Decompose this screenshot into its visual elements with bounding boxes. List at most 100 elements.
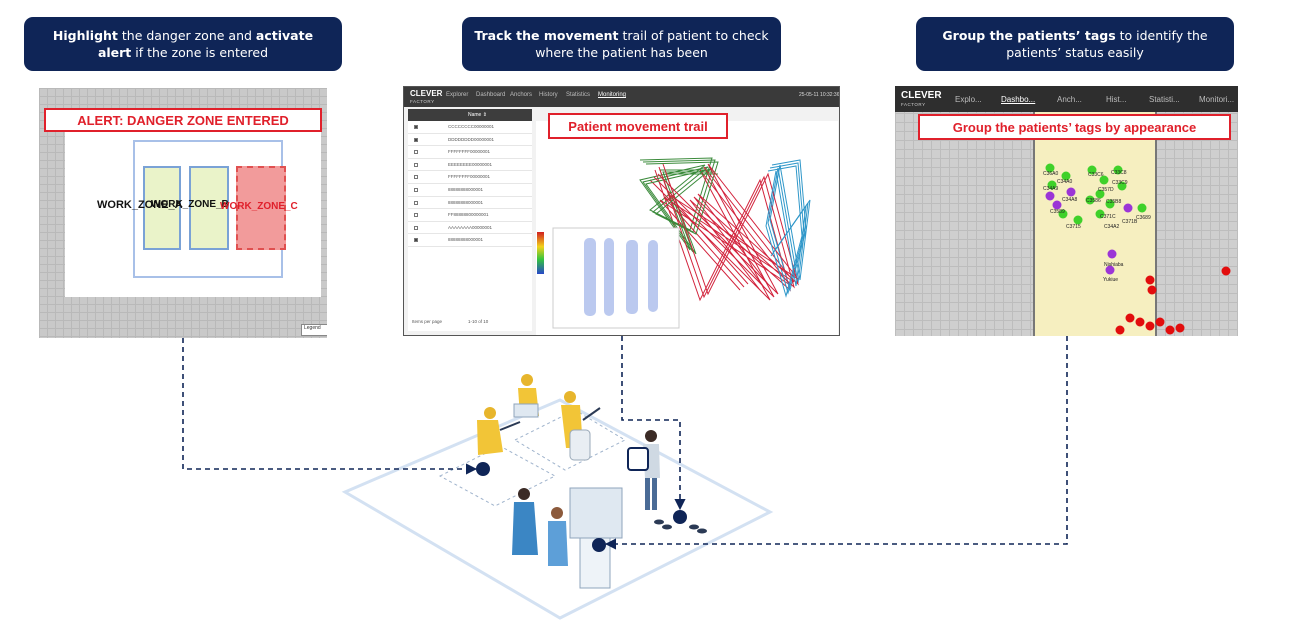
tag-label: Nishiaba xyxy=(1104,262,1124,268)
tag-device xyxy=(627,447,649,471)
tag-label: C34A0 xyxy=(1057,179,1073,185)
trail-green xyxy=(642,159,716,253)
tag-label: C36A0 xyxy=(1043,171,1059,177)
tag-marker[interactable] xyxy=(1175,323,1185,333)
row-checkbox[interactable] xyxy=(414,162,418,167)
nav-anchors[interactable]: Anch... xyxy=(1057,95,1082,104)
tag-label: C34A2 xyxy=(1104,224,1120,230)
table-row[interactable]: 88888888000001 xyxy=(408,197,532,210)
trail-red xyxy=(653,166,795,299)
tag-marker[interactable] xyxy=(1165,325,1175,335)
tag-marker[interactable] xyxy=(1073,215,1083,225)
table-row[interactable]: CCCCCCCC00000001 xyxy=(408,121,532,134)
callout-group-tags: Group the patients’ tags to identify the… xyxy=(916,17,1234,71)
tag-marker[interactable] xyxy=(1107,249,1117,259)
row-checkbox[interactable] xyxy=(414,238,418,243)
movement-trails xyxy=(639,157,811,302)
connector-tags xyxy=(604,336,1068,550)
tag-marker[interactable] xyxy=(1085,195,1095,205)
nav-history[interactable]: Hist... xyxy=(1106,95,1127,104)
illustration-workers xyxy=(477,374,601,461)
doctor-body xyxy=(548,521,568,566)
tag-marker[interactable] xyxy=(1123,203,1133,213)
tag-label: C33C8 xyxy=(1111,170,1127,176)
tag-marker[interactable] xyxy=(1052,200,1062,210)
tag-marker[interactable] xyxy=(1105,199,1115,209)
tag-marker[interactable] xyxy=(1145,321,1155,331)
footprints xyxy=(654,519,707,534)
heatmap-overlay xyxy=(552,227,680,329)
nav-statistics[interactable]: Statisti... xyxy=(1149,95,1180,104)
tag-marker[interactable] xyxy=(1061,171,1071,181)
trail-label: Patient movement trail xyxy=(548,113,728,139)
tag-marker[interactable] xyxy=(1095,209,1105,219)
row-checkbox[interactable] xyxy=(414,137,418,142)
nav-monitoring[interactable]: Monitoring xyxy=(598,92,627,98)
tag-label: C3715 xyxy=(1066,224,1081,230)
nav-monitoring[interactable]: Monitori... xyxy=(1199,95,1235,104)
illustration-staff xyxy=(512,487,623,589)
tag-marker[interactable] xyxy=(1125,313,1135,323)
nav-anchors[interactable]: Anchors xyxy=(510,92,533,98)
tag-marker[interactable] xyxy=(1137,203,1147,213)
tag-marker[interactable] xyxy=(1099,175,1109,185)
nav-dashboard[interactable]: Dashboard xyxy=(476,92,506,98)
tag-marker[interactable] xyxy=(1047,180,1057,190)
tag-marker[interactable] xyxy=(1058,209,1068,219)
zone-c-label: WORK_ZONE_C xyxy=(220,201,298,212)
tag-marker[interactable] xyxy=(1105,265,1115,275)
tag-marker[interactable] xyxy=(1117,181,1127,191)
colour-scale xyxy=(537,232,544,274)
tag-marker[interactable] xyxy=(1087,165,1097,175)
tag-marker[interactable] xyxy=(1095,189,1105,199)
tag-marker[interactable] xyxy=(1066,187,1076,197)
doctor-head xyxy=(518,488,530,500)
nav-statistics[interactable]: Statistics xyxy=(566,92,591,98)
illustration-patient xyxy=(627,430,660,510)
table-row[interactable]: FFFFFFFF00000001 xyxy=(408,146,532,159)
tag-marker[interactable] xyxy=(1145,275,1155,285)
table-row[interactable]: FFFFFFFF00000001 xyxy=(408,171,532,184)
nav-explorer[interactable]: Explorer xyxy=(446,92,469,98)
table-row[interactable]: 88888888000001 xyxy=(408,184,532,197)
tag-marker[interactable] xyxy=(1135,317,1145,327)
legend-box[interactable]: Legend xyxy=(301,324,327,336)
trail-blue xyxy=(767,162,809,295)
tag-marker[interactable] xyxy=(1045,163,1055,173)
nav-dashboard[interactable]: Dashbo... xyxy=(1001,95,1036,104)
tag-marker[interactable] xyxy=(1045,191,1055,201)
row-checkbox[interactable] xyxy=(414,200,418,205)
trail-blue xyxy=(769,159,811,292)
table-row[interactable]: FF88888800000001 xyxy=(408,209,532,222)
row-checkbox[interactable] xyxy=(414,175,418,180)
tag-marker[interactable] xyxy=(1115,325,1125,335)
row-checkbox[interactable] xyxy=(414,150,418,155)
tag-marker[interactable] xyxy=(1113,165,1123,175)
connectors xyxy=(182,336,1068,550)
zone-a-area xyxy=(143,166,181,250)
table-row[interactable]: DDDDDDDD00000001 xyxy=(408,134,532,147)
tag-marker[interactable] xyxy=(1221,266,1231,276)
row-checkbox[interactable] xyxy=(414,213,418,218)
doctor-head xyxy=(551,507,563,519)
table-row[interactable]: EEEEEEEE00000001 xyxy=(408,159,532,172)
row-checkbox[interactable] xyxy=(414,187,418,192)
tag-label: C357D xyxy=(1098,187,1114,193)
connector-trail xyxy=(621,336,686,511)
tag-label: C34A9 xyxy=(1043,186,1059,192)
nav-explorer[interactable]: Explo... xyxy=(955,95,982,104)
tag-label: C371C xyxy=(1100,214,1116,220)
table-row[interactable]: AAAAAAAA00000001 xyxy=(408,222,532,235)
tag-marker[interactable] xyxy=(1147,285,1157,295)
table-row[interactable]: 88888888000001 xyxy=(408,234,532,247)
nav-history[interactable]: History xyxy=(539,92,558,98)
tag-marker[interactable] xyxy=(1155,317,1165,327)
row-checkbox[interactable] xyxy=(414,225,418,230)
doctor-body xyxy=(512,502,538,555)
row-checkbox[interactable] xyxy=(414,125,418,129)
